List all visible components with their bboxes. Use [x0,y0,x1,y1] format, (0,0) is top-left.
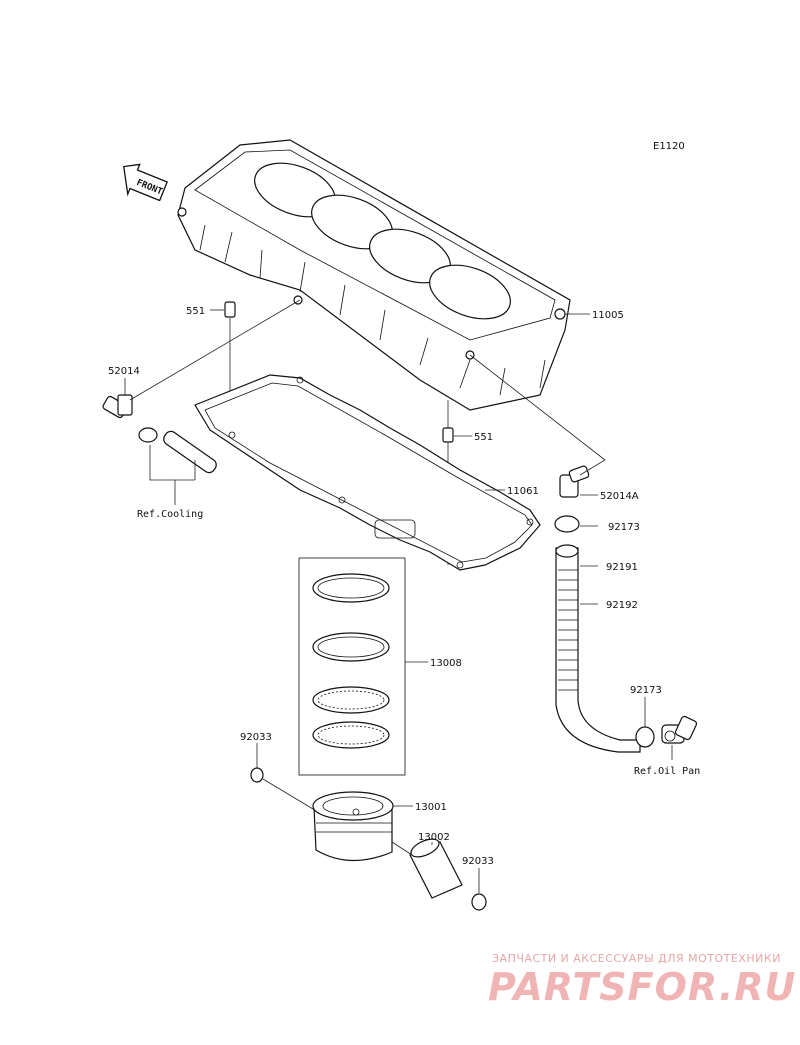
ref-cooling: Ref.Cooling [137,509,203,520]
clamp-upper [554,515,580,533]
fitting-left [102,394,133,419]
diagram-code: E1120 [653,141,685,152]
label-ring-set: 13008 [430,658,462,669]
label-gasket: 11061 [507,486,539,497]
watermark-tagline: ЗАПЧАСТИ И АКСЕССУАРЫ ДЛЯ МОТОТЕХНИКИ [492,952,781,965]
piston-rings [312,573,390,749]
ref-oil-pan: Ref.Oil Pan [634,766,700,777]
piston [312,791,394,862]
label-dowel-upper: 551 [186,306,205,317]
cylinder-block [177,139,571,411]
oil-pan-fitting [661,715,698,744]
label-hose-end: 92191 [606,562,638,573]
watermark-brand: PARTSFOR.RU [488,965,796,1009]
front-arrow-icon: FRONT [123,163,168,202]
label-snap-ring-right: 92033 [462,856,494,867]
snap-ring-left [250,767,264,783]
cooling-hose [138,427,217,474]
label-clamp-lower: 92173 [630,685,662,696]
label-hose: 92192 [606,600,638,611]
label-fitting-left: 52014 [108,366,140,377]
dowel-lower [442,427,454,443]
ring-set-box [298,557,406,776]
oil-hose [555,544,641,753]
label-cylinder: 11005 [592,310,624,321]
fitting-right [559,465,590,498]
clamp-lower [635,726,655,748]
label-fitting-right: 52014A [600,491,639,502]
dowel-upper [224,301,236,318]
label-dowel-lower: 551 [474,432,493,443]
piston-pin [409,838,463,899]
label-piston-pin: 13002 [418,832,450,843]
label-piston: 13001 [415,802,447,813]
label-clamp-upper: 92173 [608,522,640,533]
snap-ring-right [471,893,487,911]
label-snap-ring-left: 92033 [240,732,272,743]
cylinder-gasket [194,374,541,571]
